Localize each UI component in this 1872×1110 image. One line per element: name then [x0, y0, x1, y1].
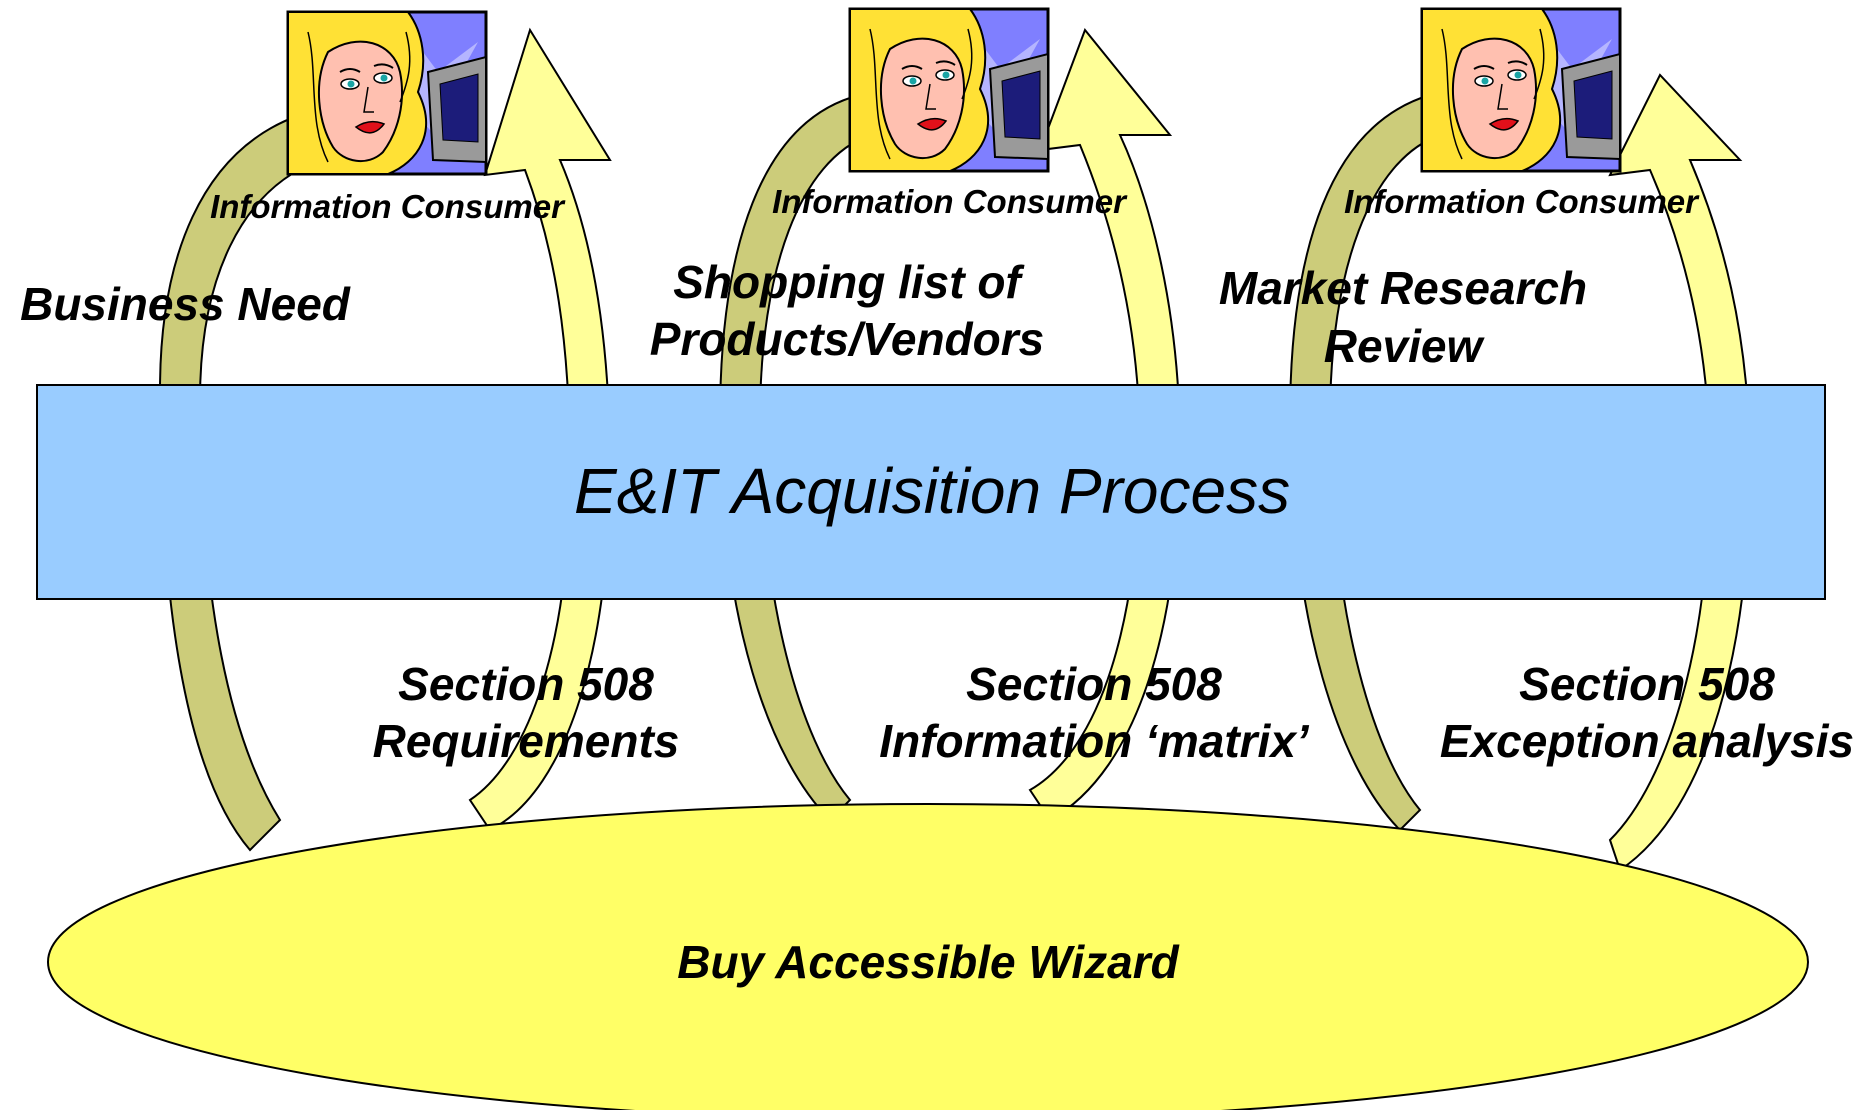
cycle-arrows	[158, 27, 1752, 872]
consumer-2-label: Information Consumer	[772, 183, 1128, 220]
business-need-label: Business Need	[20, 278, 351, 330]
shopping-list-label-line-1: Shopping list of	[673, 256, 1025, 308]
market-research-label-line-1: Market Research	[1219, 262, 1587, 314]
consumer-1: Information Consumer	[210, 10, 566, 225]
cycle-1-left-arc	[158, 113, 322, 852]
top-labels: Business Need Shopping list of Products/…	[20, 256, 1587, 372]
consumer-2: Information Consumer	[772, 7, 1128, 220]
woman-at-computer-icon	[1420, 7, 1622, 173]
exception-label-line-1: Section 508	[1519, 658, 1775, 710]
woman-at-computer-icon	[848, 7, 1050, 173]
woman-at-computer-icon	[286, 10, 488, 176]
requirements-label-line-2: Requirements	[373, 715, 680, 767]
cycle-2-right-arrow	[1028, 28, 1182, 822]
cycle-1-right-arrow	[468, 27, 612, 832]
consumer-3-label: Information Consumer	[1344, 183, 1700, 220]
requirements-label-line-1: Section 508	[398, 658, 654, 710]
matrix-label-line-2: Information ‘matrix’	[879, 715, 1310, 767]
process-label: E&IT Acquisition Process	[574, 455, 1290, 527]
wizard-ellipse: Buy Accessible Wizard	[47, 803, 1809, 1110]
cycle-3-right-arrow	[1608, 73, 1752, 872]
process-bar: E&IT Acquisition Process	[36, 384, 1826, 600]
market-research-label-line-2: Review	[1324, 320, 1486, 372]
wizard-label: Buy Accessible Wizard	[677, 936, 1179, 988]
exception-label-line-2: Exception analysis	[1440, 715, 1854, 767]
consumer-1-label: Information Consumer	[210, 188, 566, 225]
consumer-3: Information Consumer	[1344, 7, 1700, 220]
shopping-list-label-line-2: Products/Vendors	[650, 313, 1044, 365]
matrix-label-line-1: Section 508	[966, 658, 1222, 710]
bottom-labels: Section 508 Requirements Section 508 Inf…	[373, 658, 1854, 767]
